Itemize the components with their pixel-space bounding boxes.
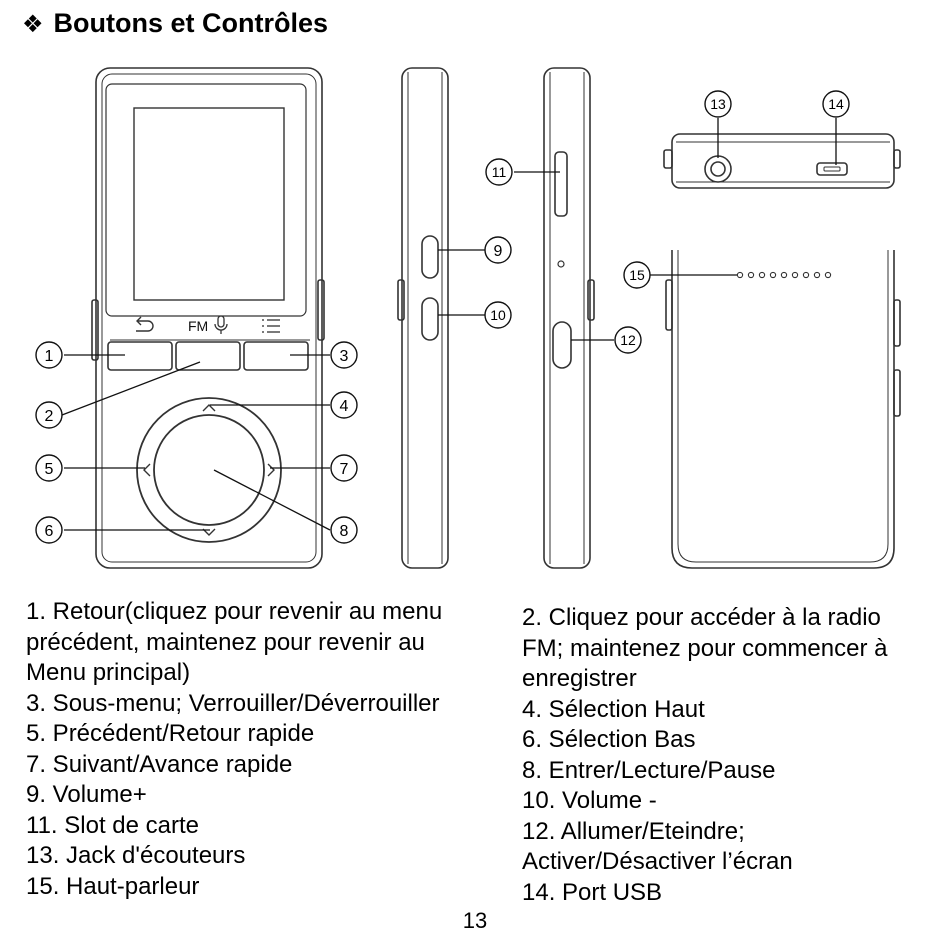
- callout-3: 3: [330, 341, 358, 369]
- callout-7-label: 7: [340, 461, 349, 478]
- volume-up-button: [421, 235, 439, 279]
- callout-9-label: 9: [494, 243, 503, 260]
- device-top-view: [663, 133, 901, 189]
- callout-15-label: 15: [629, 267, 645, 283]
- description-line: 9. Volume+: [26, 781, 147, 808]
- callout-4-label: 4: [340, 398, 349, 415]
- callout-8: 8: [330, 516, 358, 544]
- button-back: [107, 341, 173, 371]
- usb-port: [816, 162, 848, 176]
- button-fm: [175, 341, 241, 371]
- callout-3-label: 3: [340, 348, 349, 365]
- up-arrow-icon: [202, 404, 216, 412]
- callout-14: 14: [822, 90, 850, 118]
- description-line: 13. Jack d'écouteurs: [26, 842, 246, 869]
- volume-down-button: [421, 297, 439, 341]
- device-diagram: 1 2 3 4 5 6 7 8 9 10 11 12 13 14 15 FM: [35, 67, 901, 569]
- navigation-ring: [136, 397, 282, 543]
- callout-8-label: 8: [340, 523, 349, 540]
- callout-12-label: 12: [620, 332, 636, 348]
- section-heading-text: Boutons et Contrôles: [53, 8, 329, 38]
- callout-1-label: 1: [45, 348, 54, 365]
- callout-4: 4: [330, 391, 358, 419]
- callout-14-label: 14: [828, 96, 844, 112]
- description-line: 8. Entrer/Lecture/Pause: [522, 756, 776, 784]
- callout-11: 11: [485, 158, 513, 186]
- description-line: Menu principal): [26, 659, 191, 686]
- left-arrow-icon: [143, 463, 151, 477]
- speaker-holes: [736, 271, 832, 279]
- microphone-hole: [557, 260, 565, 268]
- callout-2-label: 2: [45, 408, 54, 425]
- callout-6-label: 6: [45, 523, 54, 540]
- description-line: 12. Allumer/Eteindre;: [522, 817, 745, 845]
- screen-frame: [105, 83, 307, 317]
- callout-7: 7: [330, 454, 358, 482]
- description-line: 6. Sélection Bas: [522, 726, 696, 753]
- leader-lines: [61, 118, 837, 531]
- callout-15: 15: [623, 261, 651, 289]
- menu-list-icon: [262, 319, 280, 333]
- center-button: [153, 414, 265, 526]
- callout-5: 5: [35, 454, 63, 482]
- section-heading: ❖ Boutons et Contrôles: [22, 8, 328, 39]
- callout-9: 9: [484, 236, 512, 264]
- device-left-side-view: [397, 67, 449, 569]
- device-back-view: [665, 250, 901, 569]
- description-line: 4. Sélection Haut: [522, 695, 705, 723]
- description-line: 3. Sous-menu; Verrouiller/Déverrouiller: [26, 689, 440, 717]
- callout-10-label: 10: [490, 307, 506, 323]
- button-menu: [243, 341, 309, 371]
- description-line: 2. Cliquez pour accéder à la radio: [522, 604, 881, 631]
- microphone-icon: [214, 315, 228, 334]
- callout-10: 10: [484, 301, 512, 329]
- fm-label: FM: [188, 318, 208, 334]
- description-line: 10. Volume -: [522, 787, 657, 814]
- callout-13-label: 13: [710, 96, 726, 112]
- description-line: 1. Retour(cliquez pour revenir au menu: [26, 598, 443, 625]
- device-right-side-view: [543, 67, 595, 569]
- device-front-view: [91, 67, 325, 569]
- page-number: 13: [462, 908, 488, 933]
- device-front-body: [95, 67, 323, 569]
- description-line: 15. Haut-parleur: [26, 872, 200, 900]
- description-line: 11. Slot de carte: [26, 811, 199, 839]
- description-line: 5. Précédent/Retour rapide: [26, 720, 315, 747]
- callout-11-label: 11: [492, 164, 507, 180]
- callout-5-label: 5: [45, 461, 54, 478]
- screen: [133, 107, 285, 301]
- callout-6: 6: [35, 516, 63, 544]
- callout-2: 2: [35, 401, 63, 429]
- callout-1: 1: [35, 341, 63, 369]
- power-button: [552, 321, 572, 369]
- callouts: 1 2 3 4 5 6 7 8 9 10 11 12 13 14 15: [35, 90, 850, 544]
- back-arrow-icon: [136, 316, 154, 332]
- description-line: 7. Suivant/Avance rapide: [26, 750, 293, 778]
- down-arrow-icon: [202, 528, 216, 536]
- four-diamond-bullet-icon: ❖: [22, 9, 44, 38]
- descriptions-left-column: 1. Retour(cliquez pour revenir au menu p…: [26, 597, 442, 902]
- description-line: Activer/Désactiver l’écran: [522, 848, 793, 875]
- description-line: 14. Port USB: [522, 878, 663, 906]
- callout-13: 13: [704, 90, 732, 118]
- description-line: précédent, maintenez pour revenir au: [26, 628, 425, 656]
- descriptions-right-column: 2. Cliquez pour accéder à la radio FM; m…: [522, 603, 887, 908]
- description-line: enregistrer: [522, 665, 637, 692]
- headphone-jack: [704, 155, 732, 183]
- description-line: FM; maintenez pour commencer à: [522, 634, 888, 662]
- card-slot: [554, 151, 568, 217]
- right-arrow-icon: [267, 463, 275, 477]
- callout-12: 12: [614, 326, 642, 354]
